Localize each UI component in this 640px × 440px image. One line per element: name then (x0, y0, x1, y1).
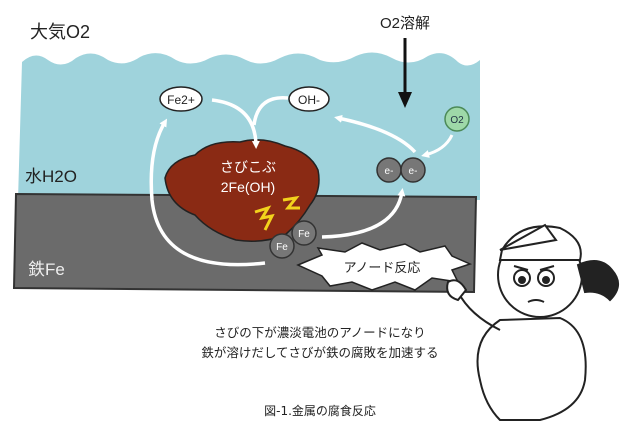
cartoon-character (446, 223, 619, 421)
arrow-oh-to-rust (252, 96, 289, 126)
figure-caption: 図-1.金属の腐食反応 (264, 404, 376, 418)
air-label: 大気O2 (30, 22, 90, 42)
oh-ion (288, 86, 330, 112)
o2-label: O2 (450, 115, 464, 126)
water-label: 水H2O (25, 167, 77, 186)
fe-atom (291, 220, 317, 246)
rust-label-1: さびこぶ (220, 159, 276, 175)
anode-label: アノード反応 (344, 260, 421, 275)
iron-label: 鉄Fe (28, 260, 65, 279)
electron-label: e- (385, 166, 394, 177)
arrow-fe-to-fe2 (149, 118, 266, 267)
electron (400, 157, 426, 183)
electron-label: e- (409, 166, 418, 177)
description-line-2: 鉄が溶けだしてさびが鉄の腐敗を加速する (201, 345, 439, 360)
rust-label-2: 2Fe(OH) (221, 179, 275, 195)
fe2-ion (159, 86, 203, 112)
fe-atom (269, 233, 295, 259)
spark-icon (282, 195, 300, 210)
spark-icon (254, 205, 275, 231)
arrow-fe-to-electron (321, 188, 406, 239)
arrow-electron-to-oh (334, 114, 417, 154)
fe-atom-label: Fe (276, 242, 288, 253)
fe2-label: Fe2+ (167, 93, 195, 107)
description-line-1: さびの下が濃淡電池のアノードになり (214, 325, 426, 340)
rust-nodule (164, 139, 320, 242)
arrow-o2-to-electron (421, 134, 454, 158)
anode-burst (296, 242, 473, 291)
fe-atom-label: Fe (298, 229, 310, 240)
oh-label: OH- (298, 93, 320, 107)
o2-dissolve-label: O2溶解 (380, 15, 430, 32)
water-region (18, 52, 480, 200)
arrow-fe2-to-rust (211, 98, 260, 149)
o2-molecule (444, 106, 470, 132)
